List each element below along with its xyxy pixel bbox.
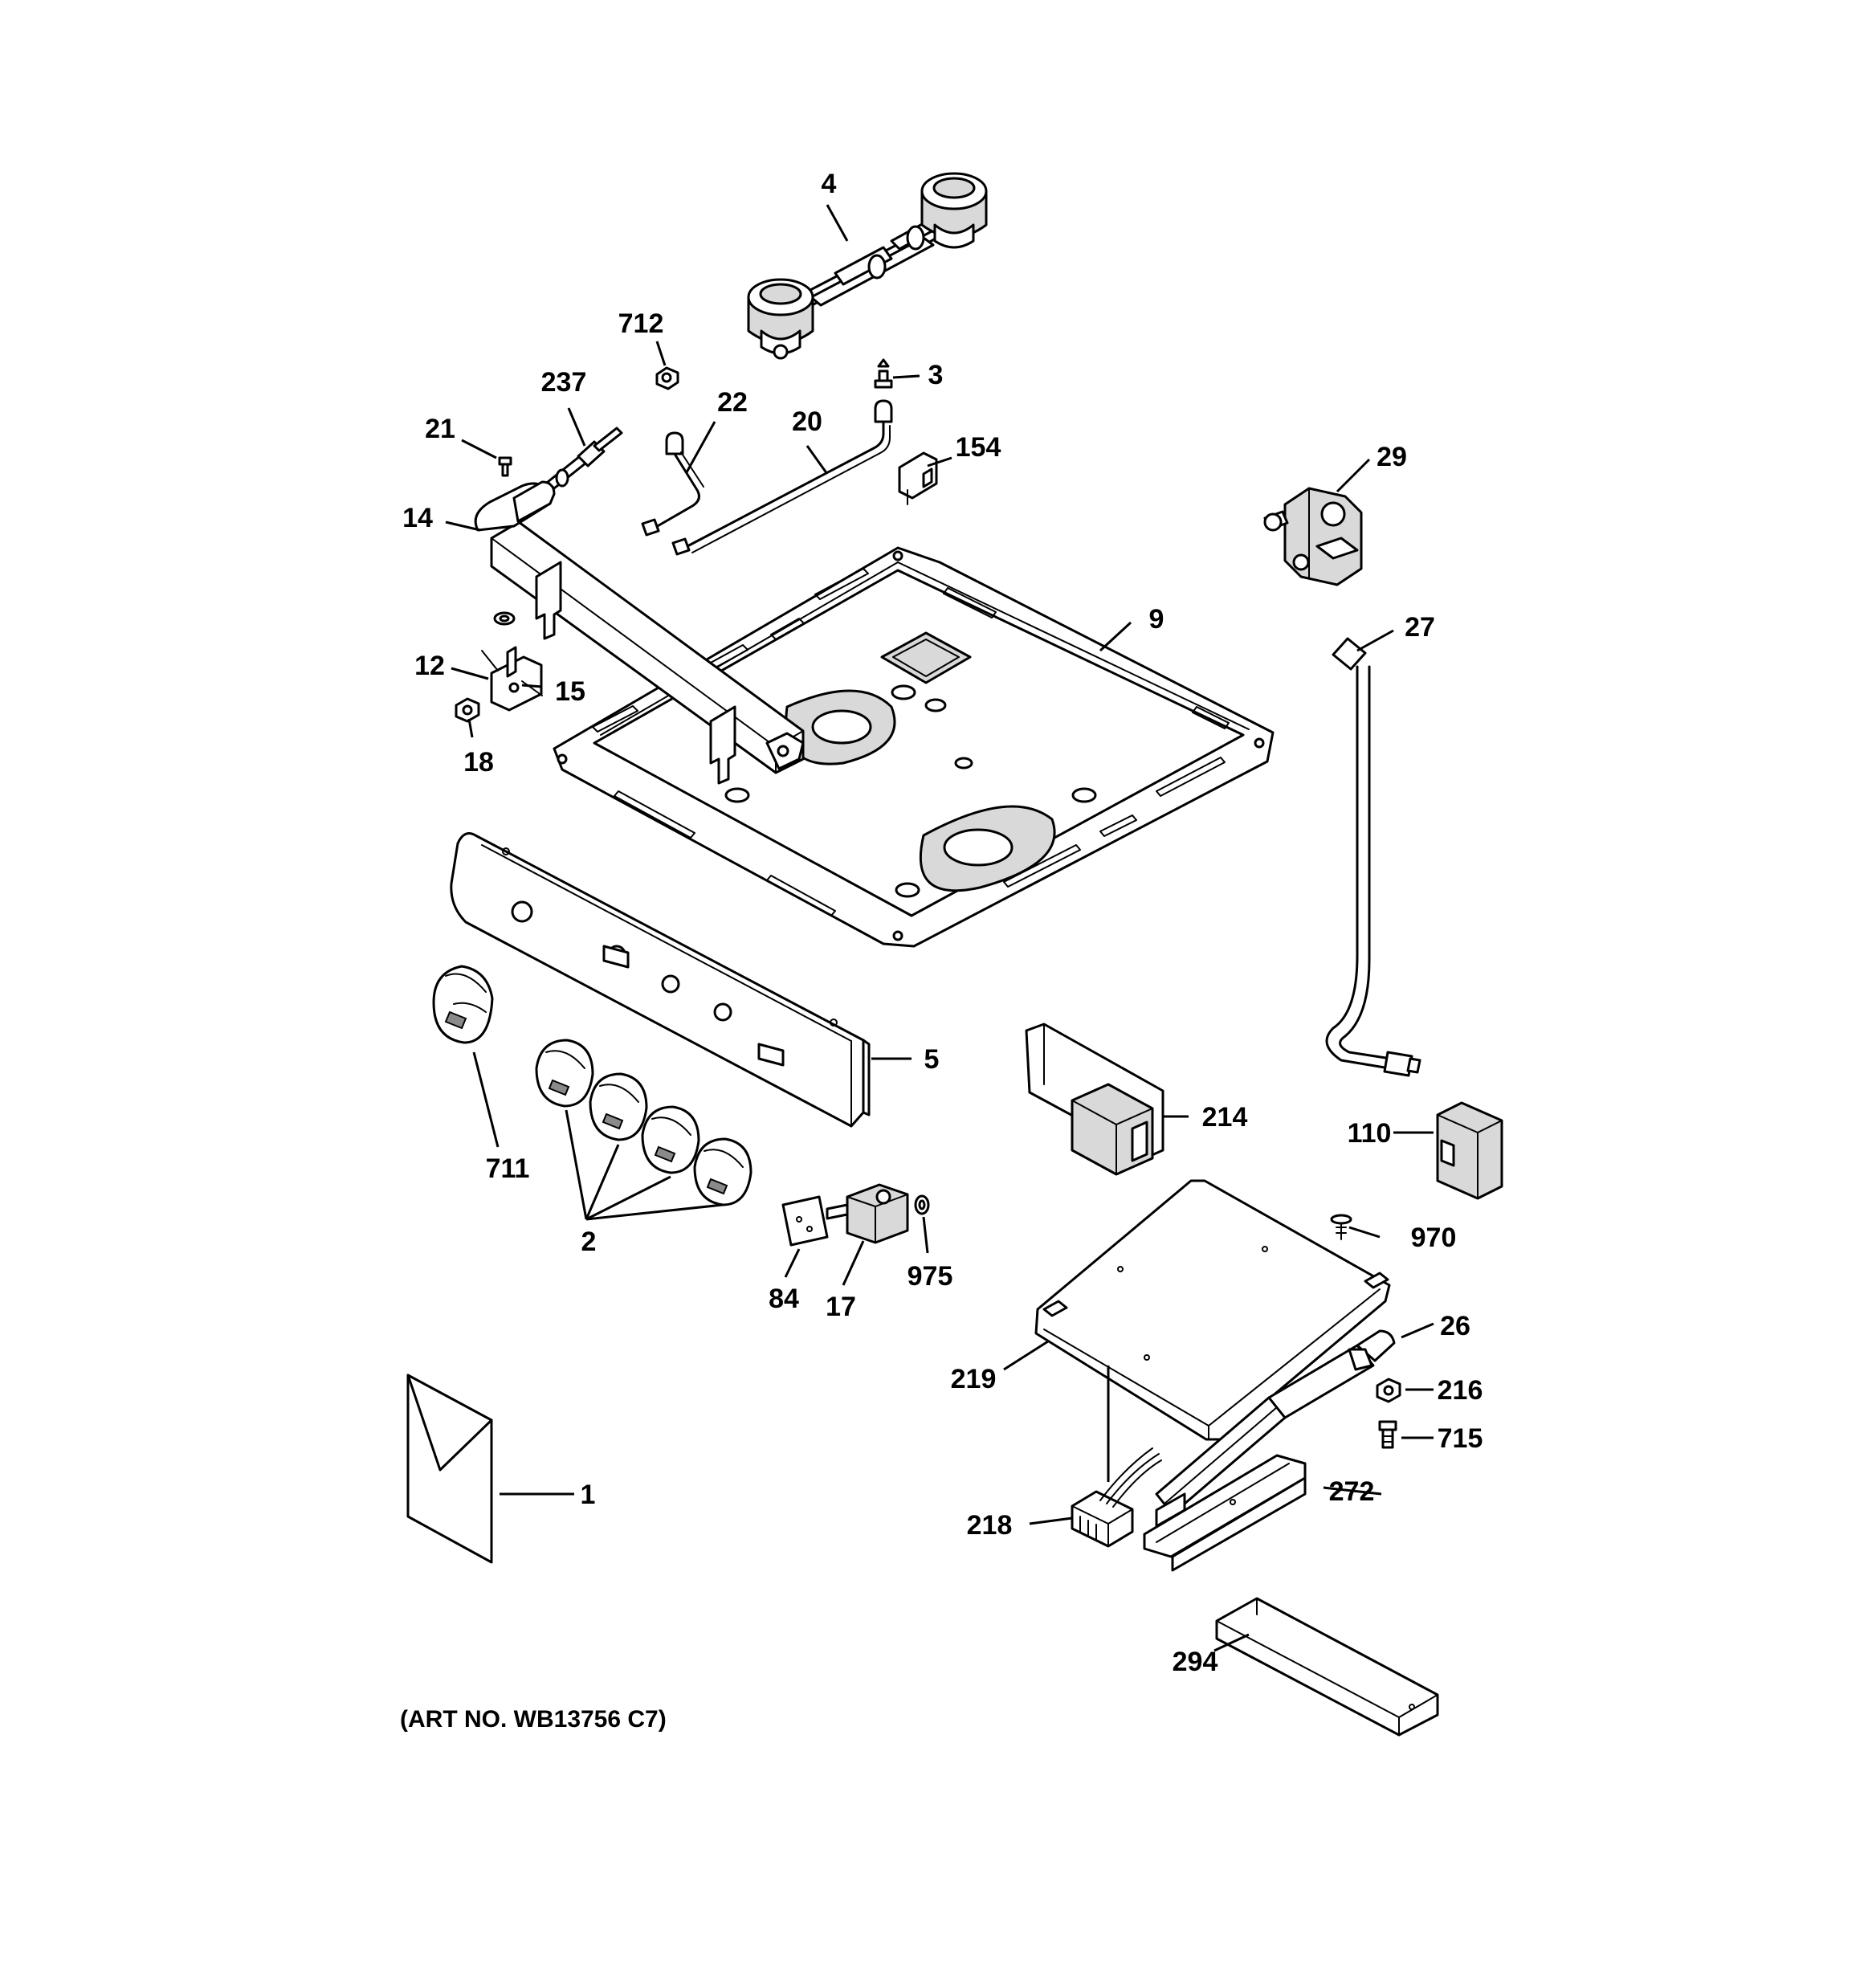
callout-1: 1 [581, 1480, 596, 1510]
part-219-cover [1034, 1179, 1391, 1441]
part-1-literature [406, 1374, 493, 1564]
callout-712: 712 [618, 308, 664, 339]
part-272-bracket [1143, 1454, 1307, 1572]
callout-15: 15 [555, 676, 585, 707]
part-154-clip [898, 451, 938, 505]
callout-21: 21 [425, 414, 455, 444]
callout-26: 26 [1440, 1311, 1470, 1341]
part-2-knob-4 [693, 1137, 753, 1206]
part-18-nut [455, 697, 480, 723]
callout-711: 711 [486, 1153, 530, 1184]
part-12-15-switch [481, 646, 543, 712]
part-214-module [1025, 1023, 1164, 1176]
part-715-screw [1378, 1420, 1397, 1449]
part-9-cooktop-pan [553, 546, 1275, 948]
callout-18: 18 [463, 747, 494, 778]
callout-294: 294 [1173, 1647, 1218, 1677]
callout-84: 84 [769, 1284, 799, 1314]
callout-970: 970 [1411, 1223, 1457, 1253]
part-4-burner-assembly [747, 172, 988, 360]
part-26-burner-tube [1155, 1329, 1396, 1516]
part-218-connector [1071, 1447, 1162, 1548]
part-2-knob-2 [589, 1072, 648, 1141]
callout-12: 12 [414, 651, 445, 681]
part-3-orifice [874, 358, 893, 389]
part-216-nut [1376, 1378, 1401, 1403]
part-294-bracket [1215, 1597, 1439, 1737]
part-970-screw [1330, 1214, 1352, 1240]
callout-237: 237 [541, 367, 587, 398]
part-2-knobs [535, 1039, 753, 1206]
part-20-tube [671, 399, 893, 556]
part-21-screw [498, 456, 512, 477]
callout-216: 216 [1438, 1375, 1483, 1406]
part-975-washer [914, 1194, 930, 1215]
part-29-regulator [1263, 487, 1363, 586]
part-27-gas-tube [1325, 637, 1421, 1077]
callout-22: 22 [717, 387, 748, 418]
callout-4: 4 [822, 169, 837, 199]
part-washer [493, 611, 516, 626]
part-14-manifold [474, 480, 805, 785]
callout-17: 17 [826, 1292, 856, 1322]
callout-20: 20 [792, 406, 822, 437]
leader-lines [445, 204, 1434, 1652]
callout-975: 975 [907, 1261, 953, 1292]
callout-labels: 4 712 3 21 237 22 20 154 29 27 9 14 12 1… [402, 169, 1483, 1677]
callout-218: 218 [967, 1510, 1013, 1541]
callout-219: 219 [951, 1364, 997, 1394]
part-712-nut [655, 366, 679, 390]
part-84-label [781, 1195, 829, 1247]
callout-29: 29 [1377, 442, 1407, 472]
callout-154: 154 [956, 432, 1001, 463]
callout-214: 214 [1202, 1102, 1248, 1133]
part-2-knob-3 [641, 1105, 700, 1174]
part-5-control-panel [450, 832, 871, 1128]
part-237-fitting [546, 427, 623, 490]
part-2-knob-1 [535, 1039, 594, 1108]
callout-14: 14 [402, 503, 433, 533]
callout-715: 715 [1438, 1423, 1483, 1454]
callout-110: 110 [1348, 1118, 1392, 1149]
callout-9: 9 [1149, 604, 1164, 635]
callout-3: 3 [928, 360, 944, 390]
callout-27: 27 [1405, 612, 1435, 643]
callout-2: 2 [581, 1227, 597, 1257]
callout-5: 5 [924, 1044, 940, 1075]
part-711-knob [432, 965, 494, 1044]
art-number-caption: (ART NO. WB13756 C7) [400, 1706, 667, 1733]
part-110-box [1436, 1101, 1503, 1200]
callout-272: 272 [1329, 1476, 1375, 1507]
part-22-tube [641, 431, 704, 537]
part-17-valve [826, 1183, 909, 1244]
